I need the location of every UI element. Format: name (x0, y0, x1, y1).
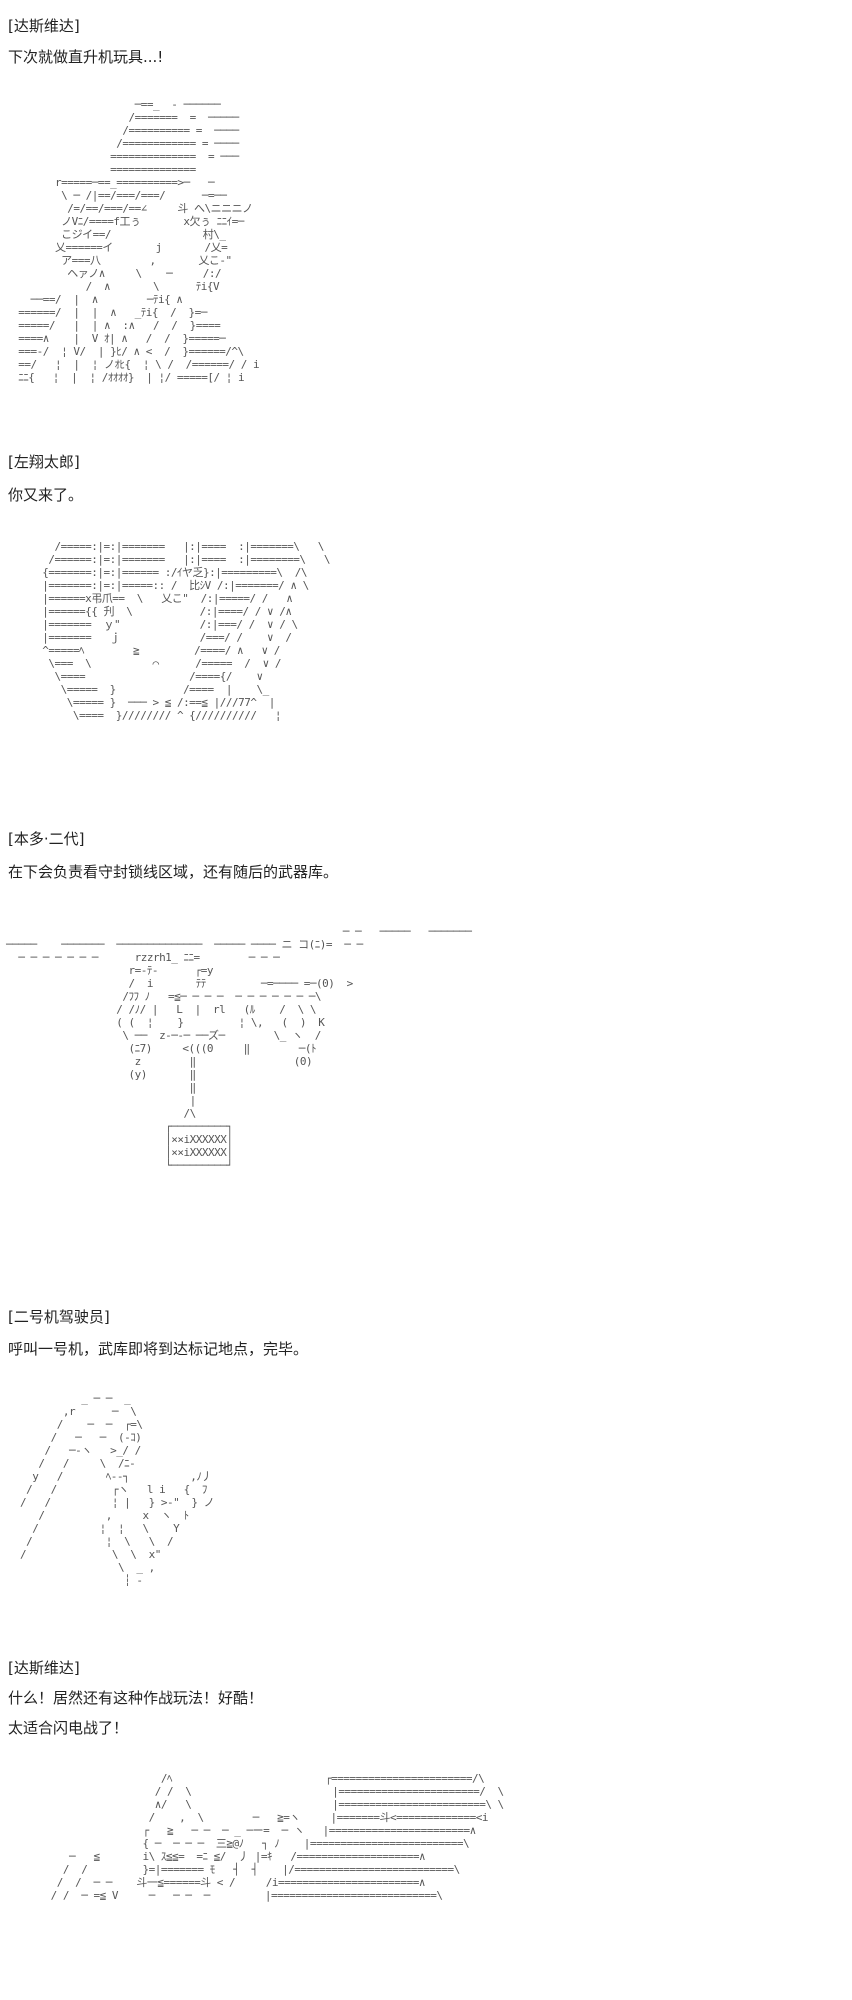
dialogue-line: 在下会负责看守封锁线区域，还有随后的武器库。 (8, 863, 339, 881)
dialogue-line: 你又来了。 (8, 486, 84, 504)
ascii-art-helicopter: ─ ─ ───── ─────── ───── ─────── ────────… (6, 925, 472, 1172)
dialogue-line: 太适合闪电战了！ (8, 1719, 129, 1737)
ascii-art-shotaro: /=====:|=:|======= |:|==== :|=======\ \ … (42, 540, 331, 722)
cropped-top-edge (0, 0, 852, 6)
speaker-label: [二号机驾驶员] (8, 1308, 110, 1326)
dialogue-line: 下次就做直升机玩具...! (8, 48, 164, 66)
speaker-label: [左翔太郎] (8, 453, 80, 471)
ascii-art-hat-man: ─==_ - ────── /======= = ───── /========… (18, 98, 260, 384)
dialogue-line: 呼叫一号机，武库即将到达标记地点，完毕。 (8, 1340, 309, 1358)
speaker-label: [达斯维达] (8, 17, 80, 35)
dialogue-line: 什么！居然还有这种作战玩法！好酷！ (8, 1689, 264, 1707)
ascii-art-pilot: _ ─ ─ _ ,r ─ \ / ─ ─ ┌=\ / ─ ─ (-ｺ) / ─-… (20, 1392, 215, 1587)
speaker-label: [达斯维达] (8, 1659, 80, 1677)
ascii-art-vader: /ﾍ ┌=======================/\ / / \ |===… (50, 1772, 505, 1902)
speaker-label: [本多·二代] (8, 830, 85, 848)
